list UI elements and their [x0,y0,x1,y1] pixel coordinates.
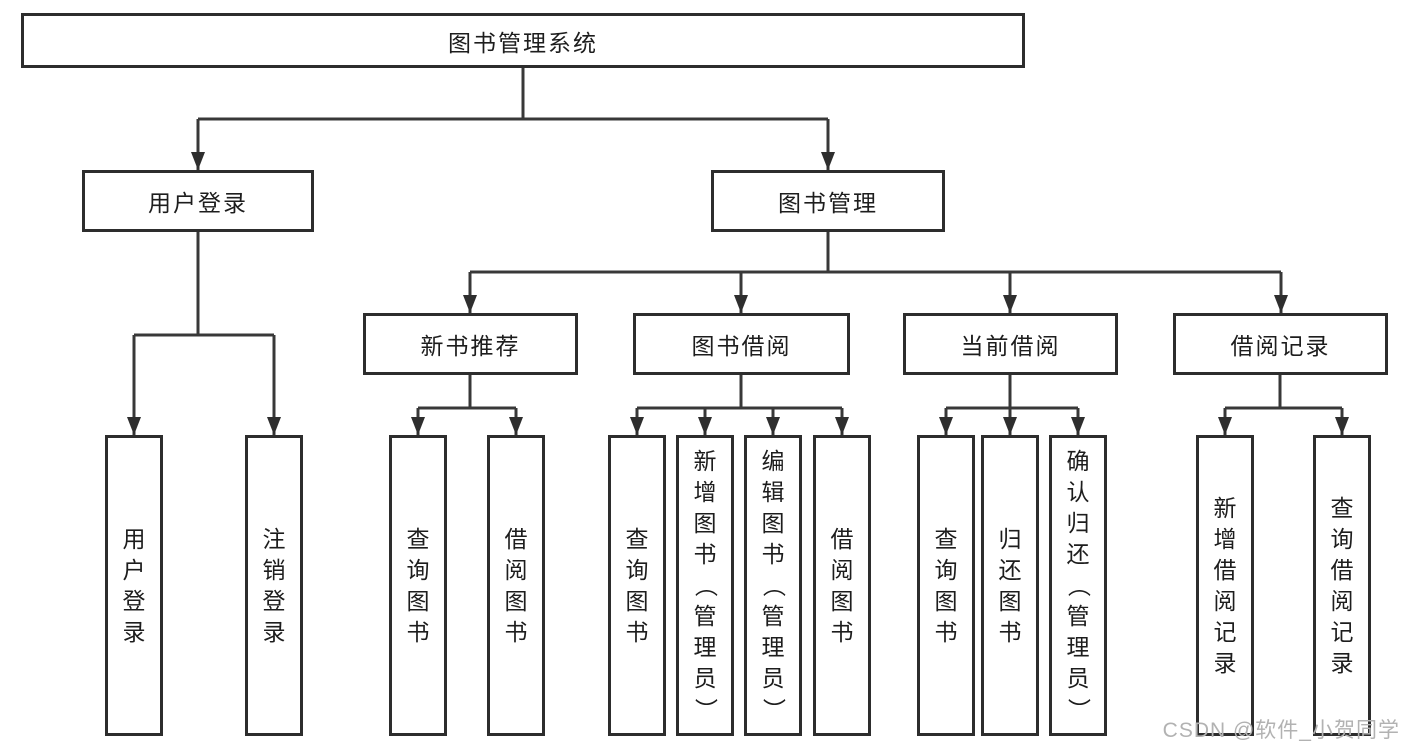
node-leaf-nb-query-book-label: 查询图书 [406,525,430,645]
node-leaf-nb-query-book: 查询图书 [389,435,447,736]
node-book-borrow-label: 图书借阅 [691,333,792,359]
node-leaf-bb-borrow-book: 借阅图书 [813,435,871,736]
node-book-management: 图书管理 [711,170,945,232]
node-book-borrow: 图书借阅 [633,313,850,375]
node-leaf-br-add-record-label: 新增借阅记录 [1213,494,1237,676]
node-current-borrow: 当前借阅 [903,313,1118,375]
watermark: CSDN @软件_小贺同学 [1162,719,1400,742]
node-leaf-bb-add-book-label: 新增图书（管理员） [692,448,719,721]
node-current-borrow-label: 当前借阅 [960,333,1061,359]
node-leaf-bb-query-book: 查询图书 [608,435,666,736]
node-leaf-cb-return-book-label: 归还图书 [998,525,1022,645]
node-leaf-user-login: 用户登录 [105,435,163,736]
node-leaf-cb-confirm-return-label: 确认归还（管理员） [1065,448,1092,721]
node-leaf-cb-query-book-label: 查询图书 [934,525,958,645]
node-user-login-branch: 用户登录 [82,170,314,232]
node-new-book-recommend: 新书推荐 [363,313,578,375]
node-leaf-user-login-label: 用户登录 [122,525,146,645]
node-leaf-nb-borrow-book-label: 借阅图书 [504,525,528,645]
node-new-book-recommend-label: 新书推荐 [420,333,521,359]
node-leaf-bb-edit-book: 编辑图书（管理员） [744,435,802,736]
node-leaf-nb-borrow-book: 借阅图书 [487,435,545,736]
node-leaf-br-query-record: 查询借阅记录 [1313,435,1371,736]
node-borrow-record: 借阅记录 [1173,313,1388,375]
node-root: 图书管理系统 [21,13,1025,68]
node-leaf-cb-return-book: 归还图书 [981,435,1039,736]
node-leaf-cb-confirm-return: 确认归还（管理员） [1049,435,1107,736]
node-leaf-br-add-record: 新增借阅记录 [1196,435,1254,736]
arrowheads [127,152,1349,435]
node-borrow-record-label: 借阅记录 [1230,333,1331,359]
node-leaf-bb-edit-book-label: 编辑图书（管理员） [760,448,787,721]
node-leaf-bb-query-book-label: 查询图书 [625,525,649,645]
node-user-login-branch-label: 用户登录 [148,190,248,216]
node-book-management-label: 图书管理 [778,190,878,216]
node-root-label: 图书管理系统 [448,29,598,56]
node-leaf-br-query-record-label: 查询借阅记录 [1330,494,1354,676]
node-leaf-logout: 注销登录 [245,435,303,736]
node-leaf-logout-label: 注销登录 [262,525,286,645]
node-leaf-cb-query-book: 查询图书 [917,435,975,736]
node-leaf-bb-add-book: 新增图书（管理员） [676,435,734,736]
node-leaf-bb-borrow-book-label: 借阅图书 [830,525,854,645]
